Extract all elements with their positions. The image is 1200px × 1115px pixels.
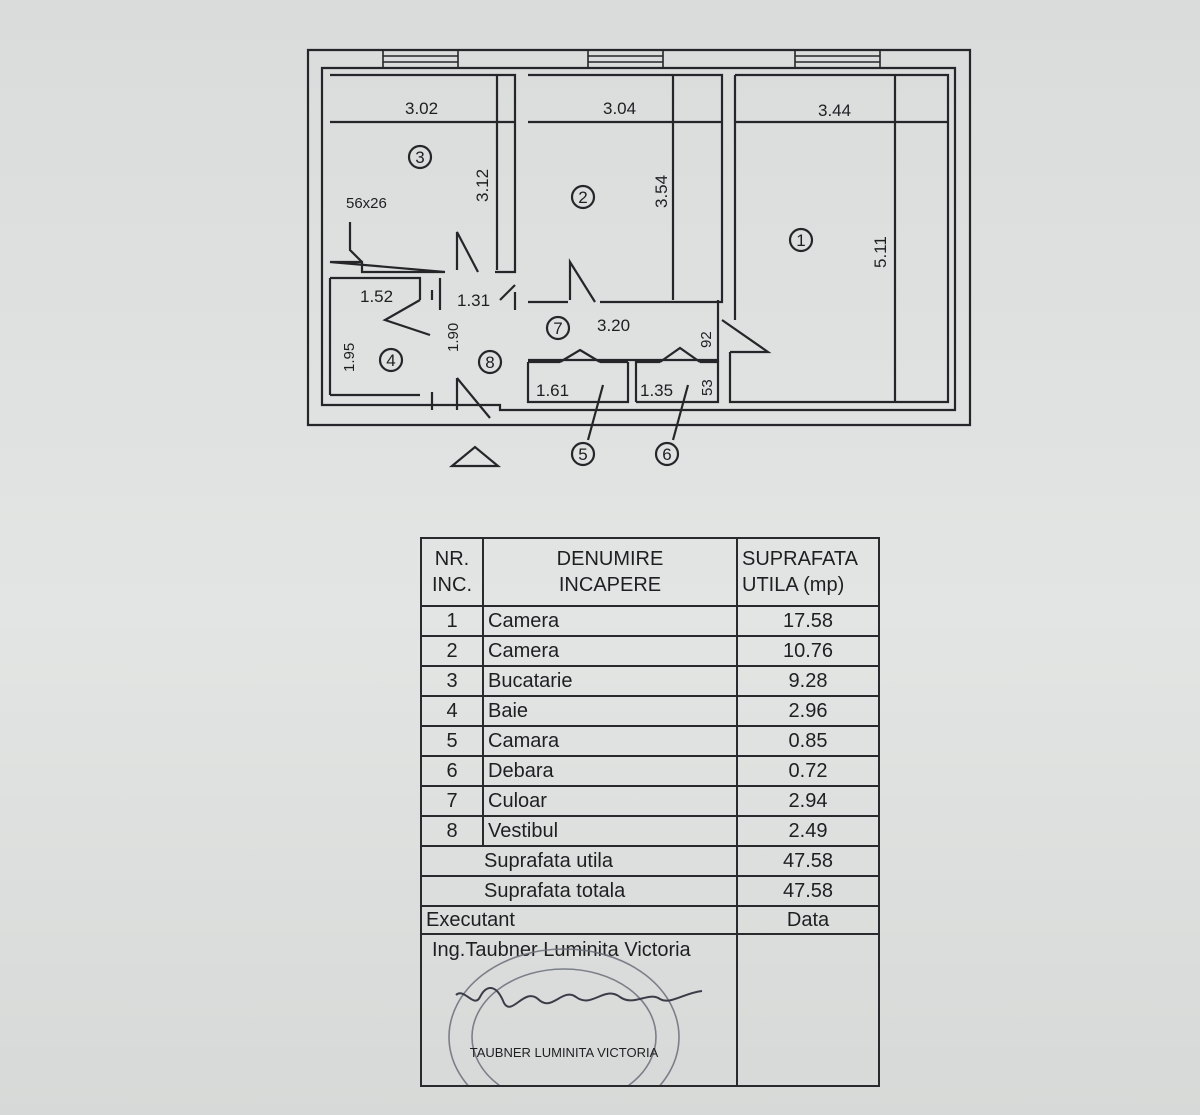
room-number-2: 2 — [578, 188, 587, 207]
table-row: 1 Camera 17.58 — [420, 605, 880, 637]
row-nr: 8 — [420, 815, 484, 847]
dim-closet-width: 1.35 — [640, 381, 673, 400]
engineer-name: Ing.Taubner Luminita Victoria — [432, 939, 691, 961]
total-area-row: Suprafata totala 47.58 — [420, 875, 880, 907]
header-name: DENUMIRE INCAPERE — [482, 537, 738, 607]
row-nr: 4 — [420, 695, 484, 727]
room-number-7: 7 — [553, 319, 562, 338]
room-number-1: 1 — [796, 231, 805, 250]
room-5-walls — [526, 360, 630, 404]
entrance-marker — [448, 445, 502, 468]
room-1-walls — [728, 73, 950, 404]
door-room-3 — [455, 231, 479, 273]
outer-wall — [306, 48, 972, 427]
window-room-1 — [794, 49, 881, 69]
signature-row: Ing.Taubner Luminita Victoria TAUBNER LU… — [420, 933, 880, 1087]
dim-pantry-width: 1.61 — [536, 381, 569, 400]
floor-plan: 3 2 1 4 7 8 5 6 3.02 3.04 3.44 56x26 1.5… — [306, 48, 972, 468]
row-area: 2.96 — [736, 695, 880, 727]
row-nr: 7 — [420, 785, 484, 817]
row-name: Baie — [482, 695, 738, 727]
table-row: 2 Camera 10.76 — [420, 635, 880, 667]
door-entrance — [455, 377, 491, 419]
dim-kitchen-depth: 3.12 — [473, 169, 492, 202]
row-area: 10.76 — [736, 635, 880, 667]
door-pantry — [559, 348, 601, 363]
door-closet — [659, 346, 701, 363]
room-number-6: 6 — [662, 445, 671, 464]
dim-bath-depth: 1.95 — [341, 343, 358, 372]
room-6-walls — [634, 360, 720, 404]
total-area-label: Suprafata totala — [420, 875, 738, 907]
date-cell — [736, 933, 880, 1087]
table-row: 7 Culoar 2.94 — [420, 785, 880, 817]
table-row: 6 Debara 0.72 — [420, 755, 880, 787]
executant-label: Executant — [420, 905, 738, 935]
row-area: 9.28 — [736, 665, 880, 697]
row-name: Camara — [482, 725, 738, 757]
stamp-signature-image: TAUBNER LUMINITA VICTORIA — [448, 948, 703, 1085]
window-kitchen — [382, 49, 459, 69]
table-row: 8 Vestibul 2.49 — [420, 815, 880, 847]
door-room-1 — [721, 319, 772, 354]
row-area: 0.72 — [736, 755, 880, 787]
table-row: 4 Baie 2.96 — [420, 695, 880, 727]
dim-vestibule-depth: 1.90 — [445, 323, 462, 352]
window-room-2 — [587, 49, 664, 69]
dim-room1-depth: 5.11 — [871, 236, 890, 268]
useful-area-row: Suprafata utila 47.58 — [420, 845, 880, 877]
stamp-text: TAUBNER LUMINITA VICTORIA — [470, 1045, 659, 1060]
door-room-2 — [568, 258, 596, 303]
useful-area-label: Suprafata utila — [420, 845, 738, 877]
date-label: Data — [736, 905, 880, 935]
row-area: 2.49 — [736, 815, 880, 847]
row-area: 17.58 — [736, 605, 880, 637]
room-number-8: 8 — [485, 353, 494, 372]
total-area-value: 47.58 — [736, 875, 880, 907]
dim-room2-width: 3.04 — [603, 99, 636, 118]
row-area: 2.94 — [736, 785, 880, 817]
row-name: Bucatarie — [482, 665, 738, 697]
room-number-5: 5 — [578, 445, 587, 464]
inner-wall-line — [320, 66, 957, 412]
area-table: NR. INC. DENUMIRE INCAPERE SUPRAFATA UTI… — [420, 537, 880, 1087]
row-nr: 3 — [420, 665, 484, 697]
table-row: 3 Bucatarie 9.28 — [420, 665, 880, 697]
row-name: Vestibul — [482, 815, 738, 847]
room-number-4: 4 — [386, 351, 395, 370]
room-2-walls — [528, 73, 724, 304]
door-bath — [382, 299, 431, 337]
row-nr: 1 — [420, 605, 484, 637]
dim-bath-width: 1.52 — [360, 287, 393, 306]
dim-vestibule-width: 1.31 — [457, 291, 490, 310]
signature-cell: Ing.Taubner Luminita Victoria TAUBNER LU… — [420, 933, 738, 1087]
dim-room2-depth: 3.54 — [652, 175, 671, 208]
signature-stroke — [455, 987, 703, 1008]
dim-duct: 56x26 — [346, 195, 387, 212]
dim-room1-width: 3.44 — [818, 101, 851, 120]
executant-row: Executant Data — [420, 905, 880, 935]
table-row: 5 Camara 0.85 — [420, 725, 880, 757]
row-area: 0.85 — [736, 725, 880, 757]
row-name: Debara — [482, 755, 738, 787]
dim-corridor-length: 3.20 — [597, 316, 630, 335]
header-nr: NR. INC. — [420, 537, 484, 607]
row-name: Camera — [482, 605, 738, 637]
row-nr: 6 — [420, 755, 484, 787]
useful-area-value: 47.58 — [736, 845, 880, 877]
room-4-walls — [330, 276, 422, 397]
room-number-3: 3 — [415, 148, 424, 167]
row-name: Camera — [482, 635, 738, 667]
row-nr: 2 — [420, 635, 484, 667]
row-nr: 5 — [420, 725, 484, 757]
table-header-row: NR. INC. DENUMIRE INCAPERE SUPRAFATA UTI… — [420, 537, 880, 607]
dim-kitchen-width: 3.02 — [405, 99, 438, 118]
row-name: Culoar — [482, 785, 738, 817]
dim-closet-depth: 53 — [699, 379, 716, 396]
header-area: SUPRAFATA UTILA (mp) — [736, 537, 880, 607]
dim-corridor-width: 92 — [698, 331, 715, 348]
